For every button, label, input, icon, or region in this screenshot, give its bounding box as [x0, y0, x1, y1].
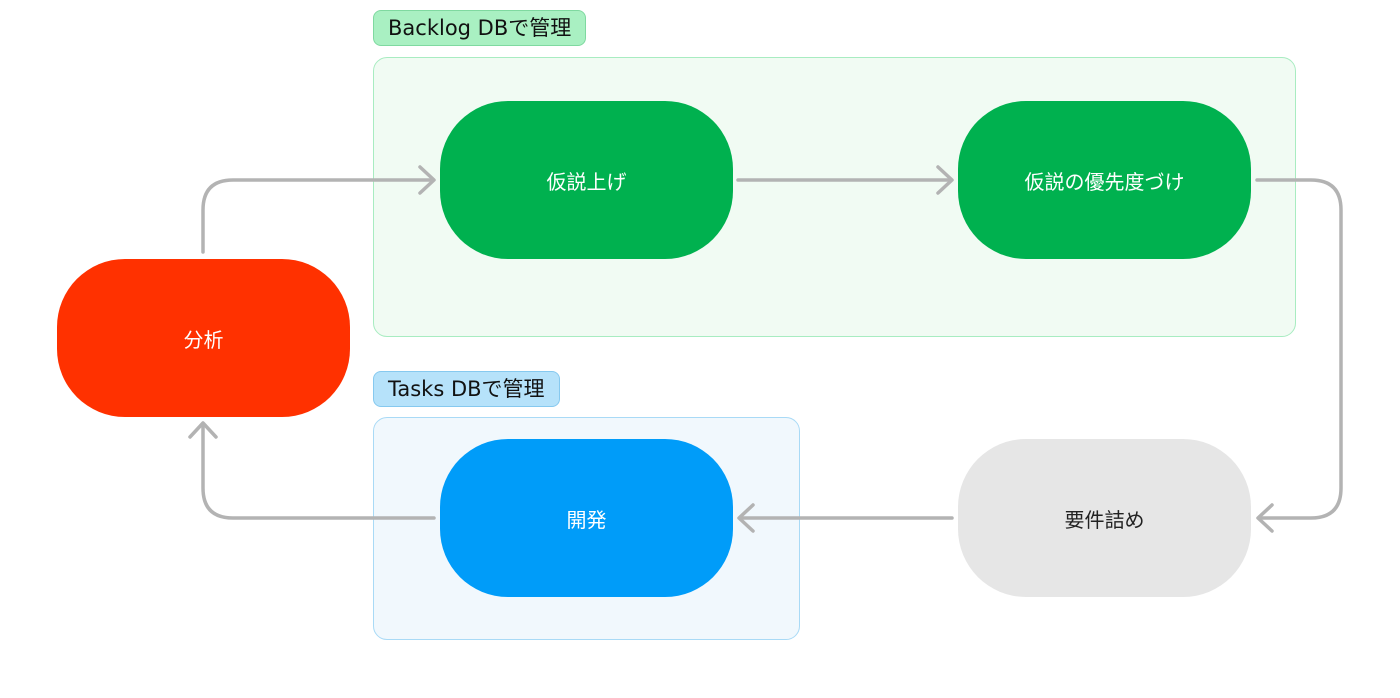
- arrowhead-hypothesis-icon: [418, 165, 436, 195]
- node-development-label: 開発: [566, 507, 607, 532]
- arrowhead-requirements-icon: [1256, 503, 1274, 533]
- arrowhead-analysis-icon: [188, 421, 218, 439]
- node-requirements-label: 要件詰め: [1064, 507, 1145, 532]
- backlog-db-label: Backlog DBで管理: [373, 10, 587, 46]
- node-analysis: 分析: [57, 259, 350, 417]
- node-prioritization: 仮説の優先度づけ: [958, 101, 1251, 259]
- arrowhead-prioritization-icon: [936, 165, 954, 195]
- node-development: 開発: [440, 439, 733, 597]
- tasks-db-label: Tasks DBで管理: [373, 371, 560, 407]
- edge-development-to-analysis: [201, 422, 436, 520]
- edge-prioritization-to-requirements: [1255, 178, 1343, 520]
- node-hypothesis-label: 仮説上げ: [546, 169, 627, 194]
- edge-analysis-to-hypothesis: [201, 178, 435, 254]
- node-requirements: 要件詰め: [958, 439, 1251, 597]
- arrowhead-development-icon: [737, 503, 755, 533]
- node-hypothesis: 仮説上げ: [440, 101, 733, 259]
- node-prioritization-label: 仮説の優先度づけ: [1024, 169, 1185, 194]
- node-analysis-label: 分析: [183, 327, 224, 352]
